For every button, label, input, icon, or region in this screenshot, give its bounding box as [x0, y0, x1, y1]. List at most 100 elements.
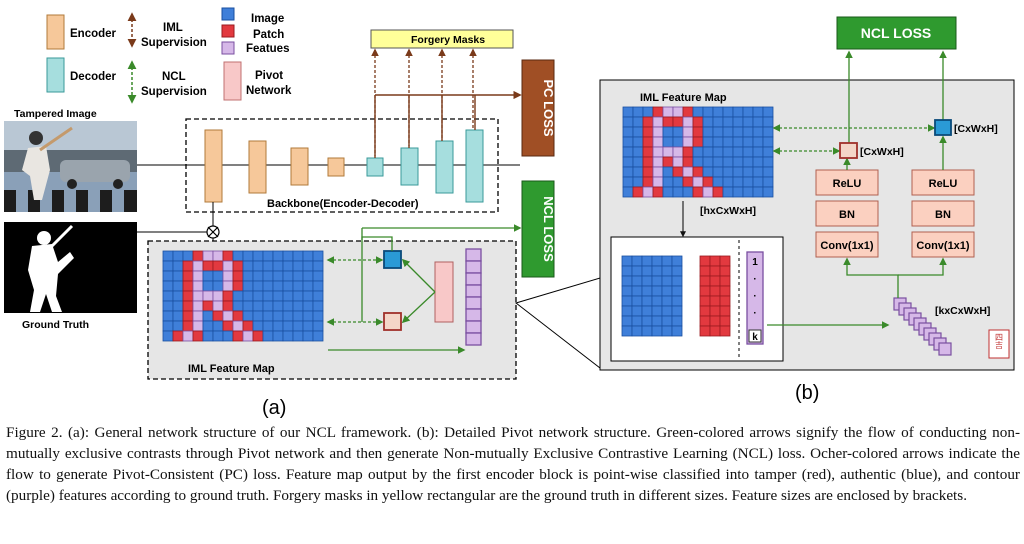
feature-cell	[282, 300, 294, 312]
feature-cell	[682, 146, 694, 158]
feature-cell	[742, 126, 754, 138]
feature-cell	[162, 280, 174, 292]
feature-cell	[192, 270, 204, 282]
tampered-image-label: Tampered Image	[14, 108, 97, 120]
feature-cell	[631, 255, 643, 267]
ncl-loss-box-a	[521, 180, 555, 278]
feature-cell	[652, 136, 664, 148]
feature-cell	[752, 146, 764, 158]
feature-cell	[699, 295, 711, 307]
feature-cell	[662, 146, 674, 158]
feature-cell	[282, 250, 294, 262]
feature-cell	[162, 250, 174, 262]
relu-left	[815, 169, 879, 196]
feature-cell	[622, 156, 634, 168]
feature-cell	[641, 265, 653, 277]
feature-cell	[222, 280, 234, 292]
feature-cell	[282, 290, 294, 302]
feature-cell	[182, 280, 194, 292]
feature-cell	[282, 330, 294, 342]
feature-cell	[719, 315, 731, 327]
backbone-label: Backbone(Encoder-Decoder)	[267, 198, 419, 210]
feature-cell	[621, 295, 633, 307]
feature-cell	[671, 305, 683, 317]
feature-cell	[651, 265, 663, 277]
feature-cell	[312, 270, 324, 282]
feature-cell	[672, 176, 684, 188]
feature-cell	[671, 265, 683, 277]
feature-cell	[232, 270, 244, 282]
feature-cell	[642, 156, 654, 168]
feature-cell	[262, 250, 274, 262]
legend-iml-1: IML	[163, 22, 183, 34]
feature-cell	[302, 300, 314, 312]
feature-cell	[302, 330, 314, 342]
feature-cell	[722, 136, 734, 148]
feature-cell	[272, 320, 284, 332]
legend-features: Featues	[246, 43, 289, 55]
feature-cell	[642, 166, 654, 178]
feature-cell	[671, 315, 683, 327]
feature-cell	[162, 320, 174, 332]
legend-image: Image	[251, 13, 284, 25]
feature-cell	[651, 255, 663, 267]
feature-cell	[662, 176, 674, 188]
feature-cell	[182, 330, 194, 342]
feature-cell	[692, 176, 704, 188]
feature-cell	[709, 285, 721, 297]
feature-cell	[292, 270, 304, 282]
feature-cell	[222, 300, 234, 312]
feature-cell	[661, 325, 673, 337]
feature-cell	[292, 280, 304, 292]
feature-cell	[762, 136, 774, 148]
feature-cell	[302, 290, 314, 302]
feature-cell	[632, 136, 644, 148]
feature-cell	[222, 330, 234, 342]
feature-cell	[692, 186, 704, 198]
feature-cell	[709, 275, 721, 287]
feature-cell	[622, 146, 634, 158]
conv-right-label: Conv(1x1)	[916, 240, 970, 252]
feature-cell	[312, 310, 324, 322]
feature-cell	[712, 166, 724, 178]
feature-cell	[642, 186, 654, 198]
feature-cell	[162, 260, 174, 272]
pc-flow	[374, 90, 522, 158]
feature-cell	[202, 270, 214, 282]
feature-cell	[672, 146, 684, 158]
feature-cell	[719, 255, 731, 267]
feature-cell	[692, 126, 704, 138]
feature-cell	[672, 166, 684, 178]
feature-cell	[262, 260, 274, 272]
feature-cell	[699, 285, 711, 297]
features-swatch	[221, 41, 235, 55]
feature-cell	[621, 255, 633, 267]
ground-truth-label: Ground Truth	[22, 319, 89, 331]
feature-cell	[692, 116, 704, 128]
feature-cell	[242, 260, 254, 272]
feature-cell	[222, 270, 234, 282]
feature-cell	[292, 260, 304, 272]
feature-cell	[692, 156, 704, 168]
feature-cell	[671, 255, 683, 267]
feature-cell	[692, 146, 704, 158]
feature-cell	[162, 330, 174, 342]
feature-cell	[732, 166, 744, 178]
feature-cell	[631, 285, 643, 297]
feature-cell	[682, 166, 694, 178]
feature-cell	[671, 325, 683, 337]
feature-cell	[652, 106, 664, 118]
feature-cell	[282, 270, 294, 282]
feature-cell	[631, 265, 643, 277]
feature-cell	[262, 270, 274, 282]
feature-cell	[172, 290, 184, 302]
feature-cell	[672, 106, 684, 118]
feature-cell	[652, 186, 664, 198]
feature-cell	[212, 270, 224, 282]
feature-cell	[661, 265, 673, 277]
feature-cell	[262, 310, 274, 322]
iml-feature-grid-b	[622, 106, 774, 198]
feature-cell	[732, 186, 744, 198]
feature-cell	[302, 250, 314, 262]
feature-cell	[282, 310, 294, 322]
